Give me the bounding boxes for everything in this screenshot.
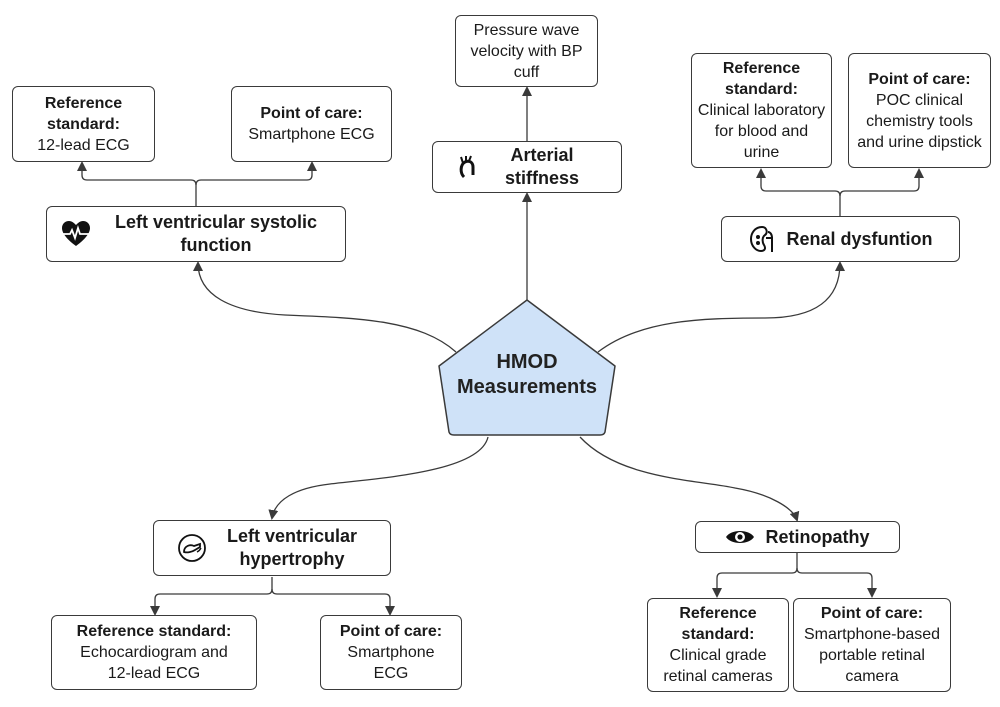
edge-lvsys-ref (77, 161, 197, 206)
renal-title: Renal dysfuntion (786, 228, 933, 249)
aorta-icon (457, 155, 477, 179)
hub-label: HMOD Measurements (437, 350, 617, 400)
kidney-icon (748, 224, 776, 254)
edge-retino-poc (796, 567, 877, 598)
lvh-reference-label: Reference standard: (76, 623, 232, 640)
edge-lvh-ref (150, 577, 273, 616)
retinopathy-poc-value: Smartphone-based portable retinal camera (803, 626, 941, 685)
renal-reference-value: Clinical laboratory for blood and urine (697, 102, 826, 161)
lv-systolic-reference-label: Reference standard: (44, 94, 123, 133)
edge-hub-retinopathy (579, 436, 800, 522)
arterial-title: Arterial stiffness (504, 145, 580, 188)
retinopathy-node: Retinopathy (695, 521, 900, 553)
lvh-poc-box: Point of care: Smartphone ECG (320, 615, 462, 690)
renal-node: Renal dysfuntion (721, 216, 960, 262)
lvh-node: Left ventricular hypertrophy (153, 520, 391, 576)
lvh-poc-label: Point of care: (339, 623, 443, 640)
hub-title-line1: HMOD (496, 351, 558, 373)
retinopathy-reference-box: Reference standard: Clinical grade retin… (647, 598, 789, 692)
lvh-reference-box: Reference standard: Echocardiogram and 1… (51, 615, 257, 690)
renal-reference-box: Reference standard: Clinical laboratory … (691, 53, 832, 168)
lv-systolic-poc-value: Smartphone ECG (248, 126, 375, 143)
lv-systolic-reference-box: Reference standard: 12-lead ECG (12, 86, 155, 162)
heart-pulse-icon (61, 220, 91, 248)
lvh-reference-value: Echocardiogram and 12-lead ECG (80, 644, 228, 682)
edge-lvh-poc (271, 588, 395, 616)
lv-systolic-node: Left ventricular systolic function (46, 206, 346, 262)
arterial-method-box: Pressure wave velocity with BP cuff (455, 15, 598, 87)
retinopathy-reference-value: Clinical grade retinal cameras (663, 647, 773, 685)
edge-hub-lvh (268, 436, 489, 520)
renal-poc-box: Point of care: POC clinical chemistry to… (848, 53, 991, 168)
arterial-method-text: Pressure wave velocity with BP cuff (470, 21, 583, 81)
lv-systolic-poc-label: Point of care: (260, 105, 363, 122)
eye-icon (725, 527, 755, 547)
lvh-poc-value: Smartphone ECG (347, 644, 435, 682)
renal-poc-value: POC clinical chemistry tools and urine d… (857, 91, 982, 151)
ultrasound-probe-icon (177, 533, 207, 563)
edge-lvsys-poc (195, 161, 317, 186)
hub-pentagon (438, 299, 616, 436)
retinopathy-reference-label: Reference standard: (679, 605, 757, 643)
hub-title-line2: Measurements (456, 376, 598, 398)
arterial-node: Arterial stiffness (432, 141, 622, 193)
edge-renal-ref (756, 168, 841, 216)
retinopathy-poc-box: Point of care: Smartphone-based portable… (793, 598, 951, 692)
renal-poc-label: Point of care: (868, 70, 971, 88)
lv-systolic-reference-value: 12-lead ECG (37, 136, 130, 154)
edge-hub-lv-systolic (193, 261, 457, 353)
lv-systolic-poc-box: Point of care: Smartphone ECG (231, 86, 392, 162)
lvh-title: Left ventricular hypertrophy (226, 526, 358, 569)
edge-hub-renal (597, 261, 845, 353)
retinopathy-poc-label: Point of care: (820, 605, 924, 622)
edge-renal-poc (839, 168, 924, 197)
lv-systolic-title: Left ventricular systolic function (114, 212, 318, 255)
retinopathy-title: Retinopathy (765, 526, 870, 547)
edge-retino-ref (712, 553, 798, 598)
renal-reference-label: Reference standard: (722, 60, 801, 98)
